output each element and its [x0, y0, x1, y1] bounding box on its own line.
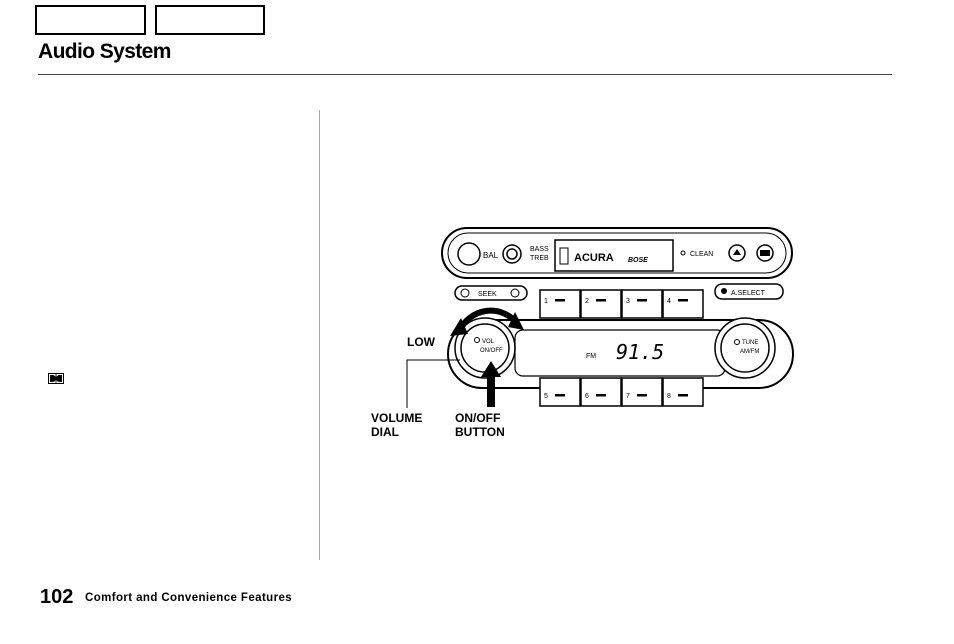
footer-section-name: Comfort and Convenience Features	[85, 592, 293, 604]
audio-unit-diagram: BAL BASS TREB ACURA BOSE CLEAN SEEK A.SE…	[360, 210, 810, 460]
on-off-label: ON/OFF	[480, 348, 503, 354]
clean-label: CLEAN	[690, 251, 713, 258]
bal-label: BAL	[483, 251, 499, 260]
page-title: Audio System	[38, 40, 171, 63]
bal-knob	[457, 242, 481, 266]
label-low: LOW	[407, 335, 435, 349]
page-number: 102	[40, 586, 74, 608]
bose-logo: BOSE	[628, 257, 648, 264]
svg-text:8: 8	[667, 393, 671, 400]
volume-rotation-arrow	[457, 307, 519, 332]
svg-text:4: 4	[667, 298, 671, 305]
vol-label: VOL	[482, 339, 495, 345]
column-divider	[319, 110, 320, 560]
bass-treb-knob	[502, 244, 522, 264]
push-arrow-shaft	[487, 375, 495, 407]
band-indicator: FM	[586, 353, 596, 360]
acura-logo: ACURA	[574, 252, 614, 264]
preset-buttons-bottom: 5 6 7 8	[539, 377, 704, 407]
label-onoff-button: ON/OFF BUTTON	[455, 411, 505, 439]
nav-button-next[interactable]	[155, 5, 265, 35]
frequency-display: 91.5	[616, 340, 664, 364]
tune-label: TUNE	[742, 340, 758, 346]
svg-text:2: 2	[585, 298, 589, 305]
svg-text:1: 1	[544, 298, 548, 305]
title-divider	[38, 74, 892, 75]
a-select-label: A.SELECT	[731, 290, 766, 297]
a-select-button	[714, 283, 784, 300]
label-volume-dial: VOLUME DIAL	[371, 411, 423, 439]
am-fm-label: AM/FM	[740, 349, 759, 355]
seek-label: SEEK	[478, 291, 497, 298]
seek-button	[454, 285, 528, 301]
svg-text:5: 5	[544, 393, 548, 400]
volume-dial-leader	[406, 359, 460, 408]
nav-button-prev[interactable]	[35, 5, 146, 35]
treb-label: TREB	[530, 255, 549, 262]
svg-text:7: 7	[626, 393, 630, 400]
svg-text:3: 3	[626, 298, 630, 305]
cassette-door	[554, 239, 674, 272]
bass-label: BASS	[530, 246, 549, 253]
preset-buttons-top: 1 2 3 4	[539, 289, 704, 319]
tune-knob	[720, 323, 770, 373]
dolby-icon	[48, 373, 64, 384]
svg-text:6: 6	[585, 393, 589, 400]
